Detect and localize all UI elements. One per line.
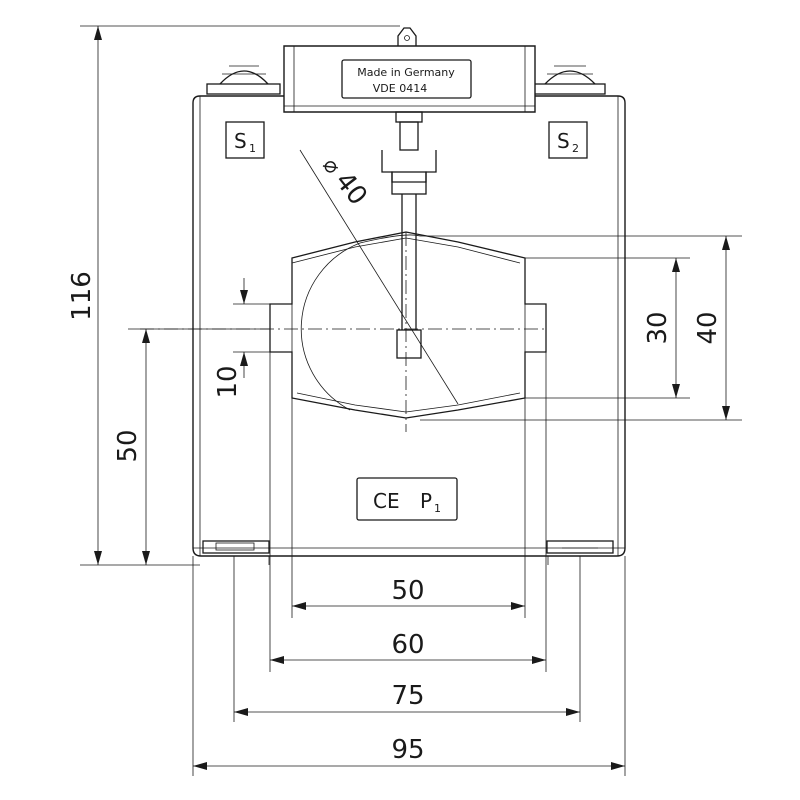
p1-letter: P [420,489,432,513]
terminal-s1-index: 1 [249,142,256,155]
top-left-screw [206,65,281,95]
bottom-left-foot [202,540,270,565]
label-line-vde: VDE 0414 [373,82,427,95]
dim-slot-width: 10 [213,365,243,398]
dim-total-width: 95 [391,735,424,765]
dim-opening-width: 60 [391,630,424,660]
dim-window-height: 30 [643,311,673,344]
label-line-made-in: Made in Germany [357,66,455,79]
terminal-s2-index: 2 [572,142,579,155]
diameter-circle [300,242,361,411]
label-plate: Made in Germany VDE 0414 [341,59,472,99]
housing [192,95,626,557]
diameter-leader [299,149,459,405]
p1-index: 1 [434,502,441,515]
extension-lines [80,25,742,776]
ce-mark-text: CE [373,489,400,513]
dimension-lines [94,26,730,770]
bottom-right-foot [546,540,614,565]
dim-foot-width: 75 [391,681,424,711]
busbar-clamp [381,111,437,359]
terminal-s2: S 2 [548,121,588,159]
terminal-s1-letter: S [234,129,247,153]
terminal-s1: S 1 [225,121,265,159]
dim-inner-width: 50 [391,576,424,606]
dim-total-height: 116 [67,271,97,321]
top-plate-housing [283,27,536,113]
top-right-screw [532,65,606,95]
dim-window-outer-height: 40 [693,311,723,344]
terminal-s2-letter: S [557,129,570,153]
ce-marking: CE P 1 [356,477,458,521]
dim-lower-height: 50 [113,429,143,462]
